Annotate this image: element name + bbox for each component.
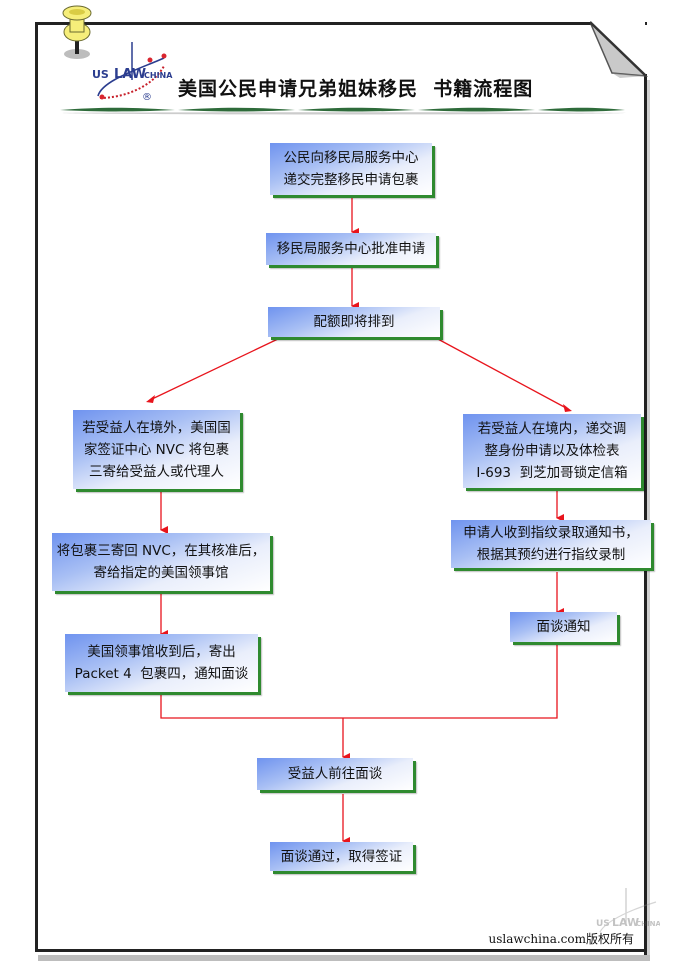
logo-us-text: US [92,68,109,81]
box-line: I-693 到芝加哥锁定信箱 [476,465,628,481]
arrowhead-right [563,404,572,412]
merge-right [343,643,558,719]
folded-corner-icon [590,21,649,78]
left-step-return-to-nvc: 将包裹三寄回 NVC，在其核准后， 寄给指定的美国领事馆 [52,533,270,591]
watermark-logo: US LAW CHINA [596,888,660,933]
box-line: 移民局服务中心批准申请 [276,241,426,257]
paper-shadow-bottom [38,955,650,961]
pushpin-icon [62,5,92,59]
step-attend-interview: 受益人前往面谈 [257,758,413,790]
box-line: Packet 4 包裹四，通知面谈 [74,666,249,682]
box-line: 受益人前往面谈 [287,766,383,782]
box-line: 申请人收到指纹录取通知书， [463,525,639,541]
logo-law-text: LAW [114,67,146,82]
paper-shadow-right [647,80,650,955]
uslawchina-logo: US LAW CHINA ® [92,42,173,103]
arrow-3-right [435,337,569,410]
step-submit-petition: 公民向移民局服务中心递交完整移民申请包裹 [270,143,432,195]
merge-left [160,695,343,719]
box-line: 若受益人在境内，递交调 [477,421,627,437]
left-step-nvc-packet3: 若受益人在境外，美国国家签证中心 NVC 将包裹三寄给受益人或代理人 [73,410,240,489]
arrow-3-left [149,337,281,401]
copyright-notice: uslawchina.com版权所有 [488,932,634,946]
registered-mark: ® [142,92,152,103]
box-line: 递交完整移民申请包裹 [283,172,419,188]
box-line: 三寄给受益人或代理人 [89,463,224,480]
step-visa-granted: 面谈通过，取得签证 [270,842,413,871]
svg-text:CHINA: CHINA [636,920,660,928]
step-priority-date-current: 配额即将排到 [268,307,440,337]
right-step-adjustment-filing: 若受益人在境内，递交调整身份申请以及体检表 I-693 到芝加哥锁定信箱 [463,414,641,488]
box-line: 整身份申请以及体检表 [484,443,620,459]
right-step-interview-notice: 面谈通知 [510,612,617,642]
box-line: 根据其预约进行指纹录制 [476,547,626,563]
decorative-rule [60,107,626,115]
box-line: 美国领事馆收到后，寄出 [87,644,236,660]
box-line: 公民向移民局服务中心 [283,150,419,166]
box-line: 面谈通过，取得签证 [280,848,403,865]
svg-text:US: US [596,919,610,929]
box-line: 配额即将排到 [313,314,395,330]
box-line: 寄给指定的美国领事馆 [93,565,229,581]
logo-china-text: CHINA [144,71,173,80]
paper-right-edge [644,74,647,955]
svg-text:LAW: LAW [612,916,639,929]
right-step-fingerprint: 申请人收到指纹录取通知书， 根据其预约进行指纹录制 [451,520,651,568]
left-step-consulate-packet4: 美国领事馆收到后，寄出 Packet 4 包裹四，通知面谈 [65,634,258,692]
step-uscis-approval: 移民局服务中心批准申请 [266,233,436,265]
box-line: 将包裹三寄回 NVC，在其核准后， [56,543,266,559]
page-title: 美国公民申请兄弟姐妹移民 书籍流程图 [178,78,534,100]
box-line: 家签证中心 NVC 将包裹 [83,441,230,458]
arrowhead-left [146,395,155,403]
box-line: 若受益人在境外，美国国 [82,419,231,436]
box-line: 面谈通知 [536,619,591,635]
